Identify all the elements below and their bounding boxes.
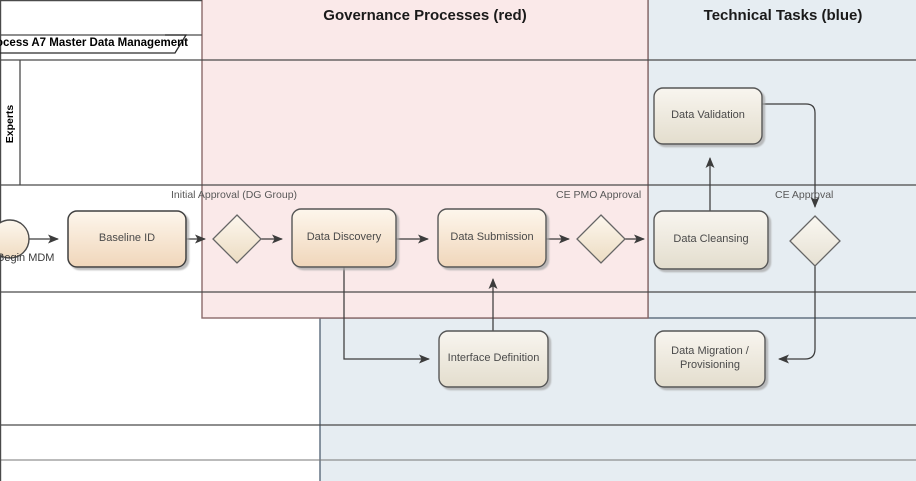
gateway-ce-pmo-approval[interactable] xyxy=(576,214,626,264)
group-title-technical: Technical Tasks (blue) xyxy=(703,7,863,24)
task-data-cleansing[interactable] xyxy=(653,210,769,270)
gateway-nodes xyxy=(212,214,841,267)
pool-title: ocess A7 Master Data Management xyxy=(0,37,188,49)
group-technical-tasks-region xyxy=(319,0,916,481)
group-title-governance: Governance Processes (red) xyxy=(323,7,527,24)
flow-ce-approval-to-migration xyxy=(778,266,816,364)
gateway-ce-approval[interactable] xyxy=(789,215,841,267)
task-data-validation[interactable] xyxy=(653,87,763,145)
gateway-label-ce-pmo-approval: CE PMO Approval xyxy=(556,189,642,201)
flow-discovery-to-interface xyxy=(343,267,430,364)
task-baseline-id[interactable] xyxy=(67,210,187,268)
task-data-discovery[interactable] xyxy=(291,208,397,268)
gateway-label-ce-approval: CE Approval xyxy=(775,189,834,201)
lane-title-experts: Experts xyxy=(4,104,16,144)
task-data-submission[interactable] xyxy=(437,208,547,268)
event-label-begin-mdm: Begin MDM xyxy=(0,252,55,264)
start-event-nodes xyxy=(0,219,30,259)
task-interface-definition[interactable] xyxy=(438,330,549,388)
task-nodes xyxy=(67,87,769,388)
sequence-flows xyxy=(29,103,820,364)
gateway-initial-approval[interactable] xyxy=(212,214,262,264)
flow-validation-to-ce-approval xyxy=(762,103,820,208)
task-data-migration-provisioning[interactable] xyxy=(654,330,766,388)
group-governance-processes-region xyxy=(201,0,649,319)
event-begin-mdm[interactable] xyxy=(0,219,30,259)
gateway-label-initial-approval: Initial Approval (DG Group) xyxy=(171,189,298,201)
